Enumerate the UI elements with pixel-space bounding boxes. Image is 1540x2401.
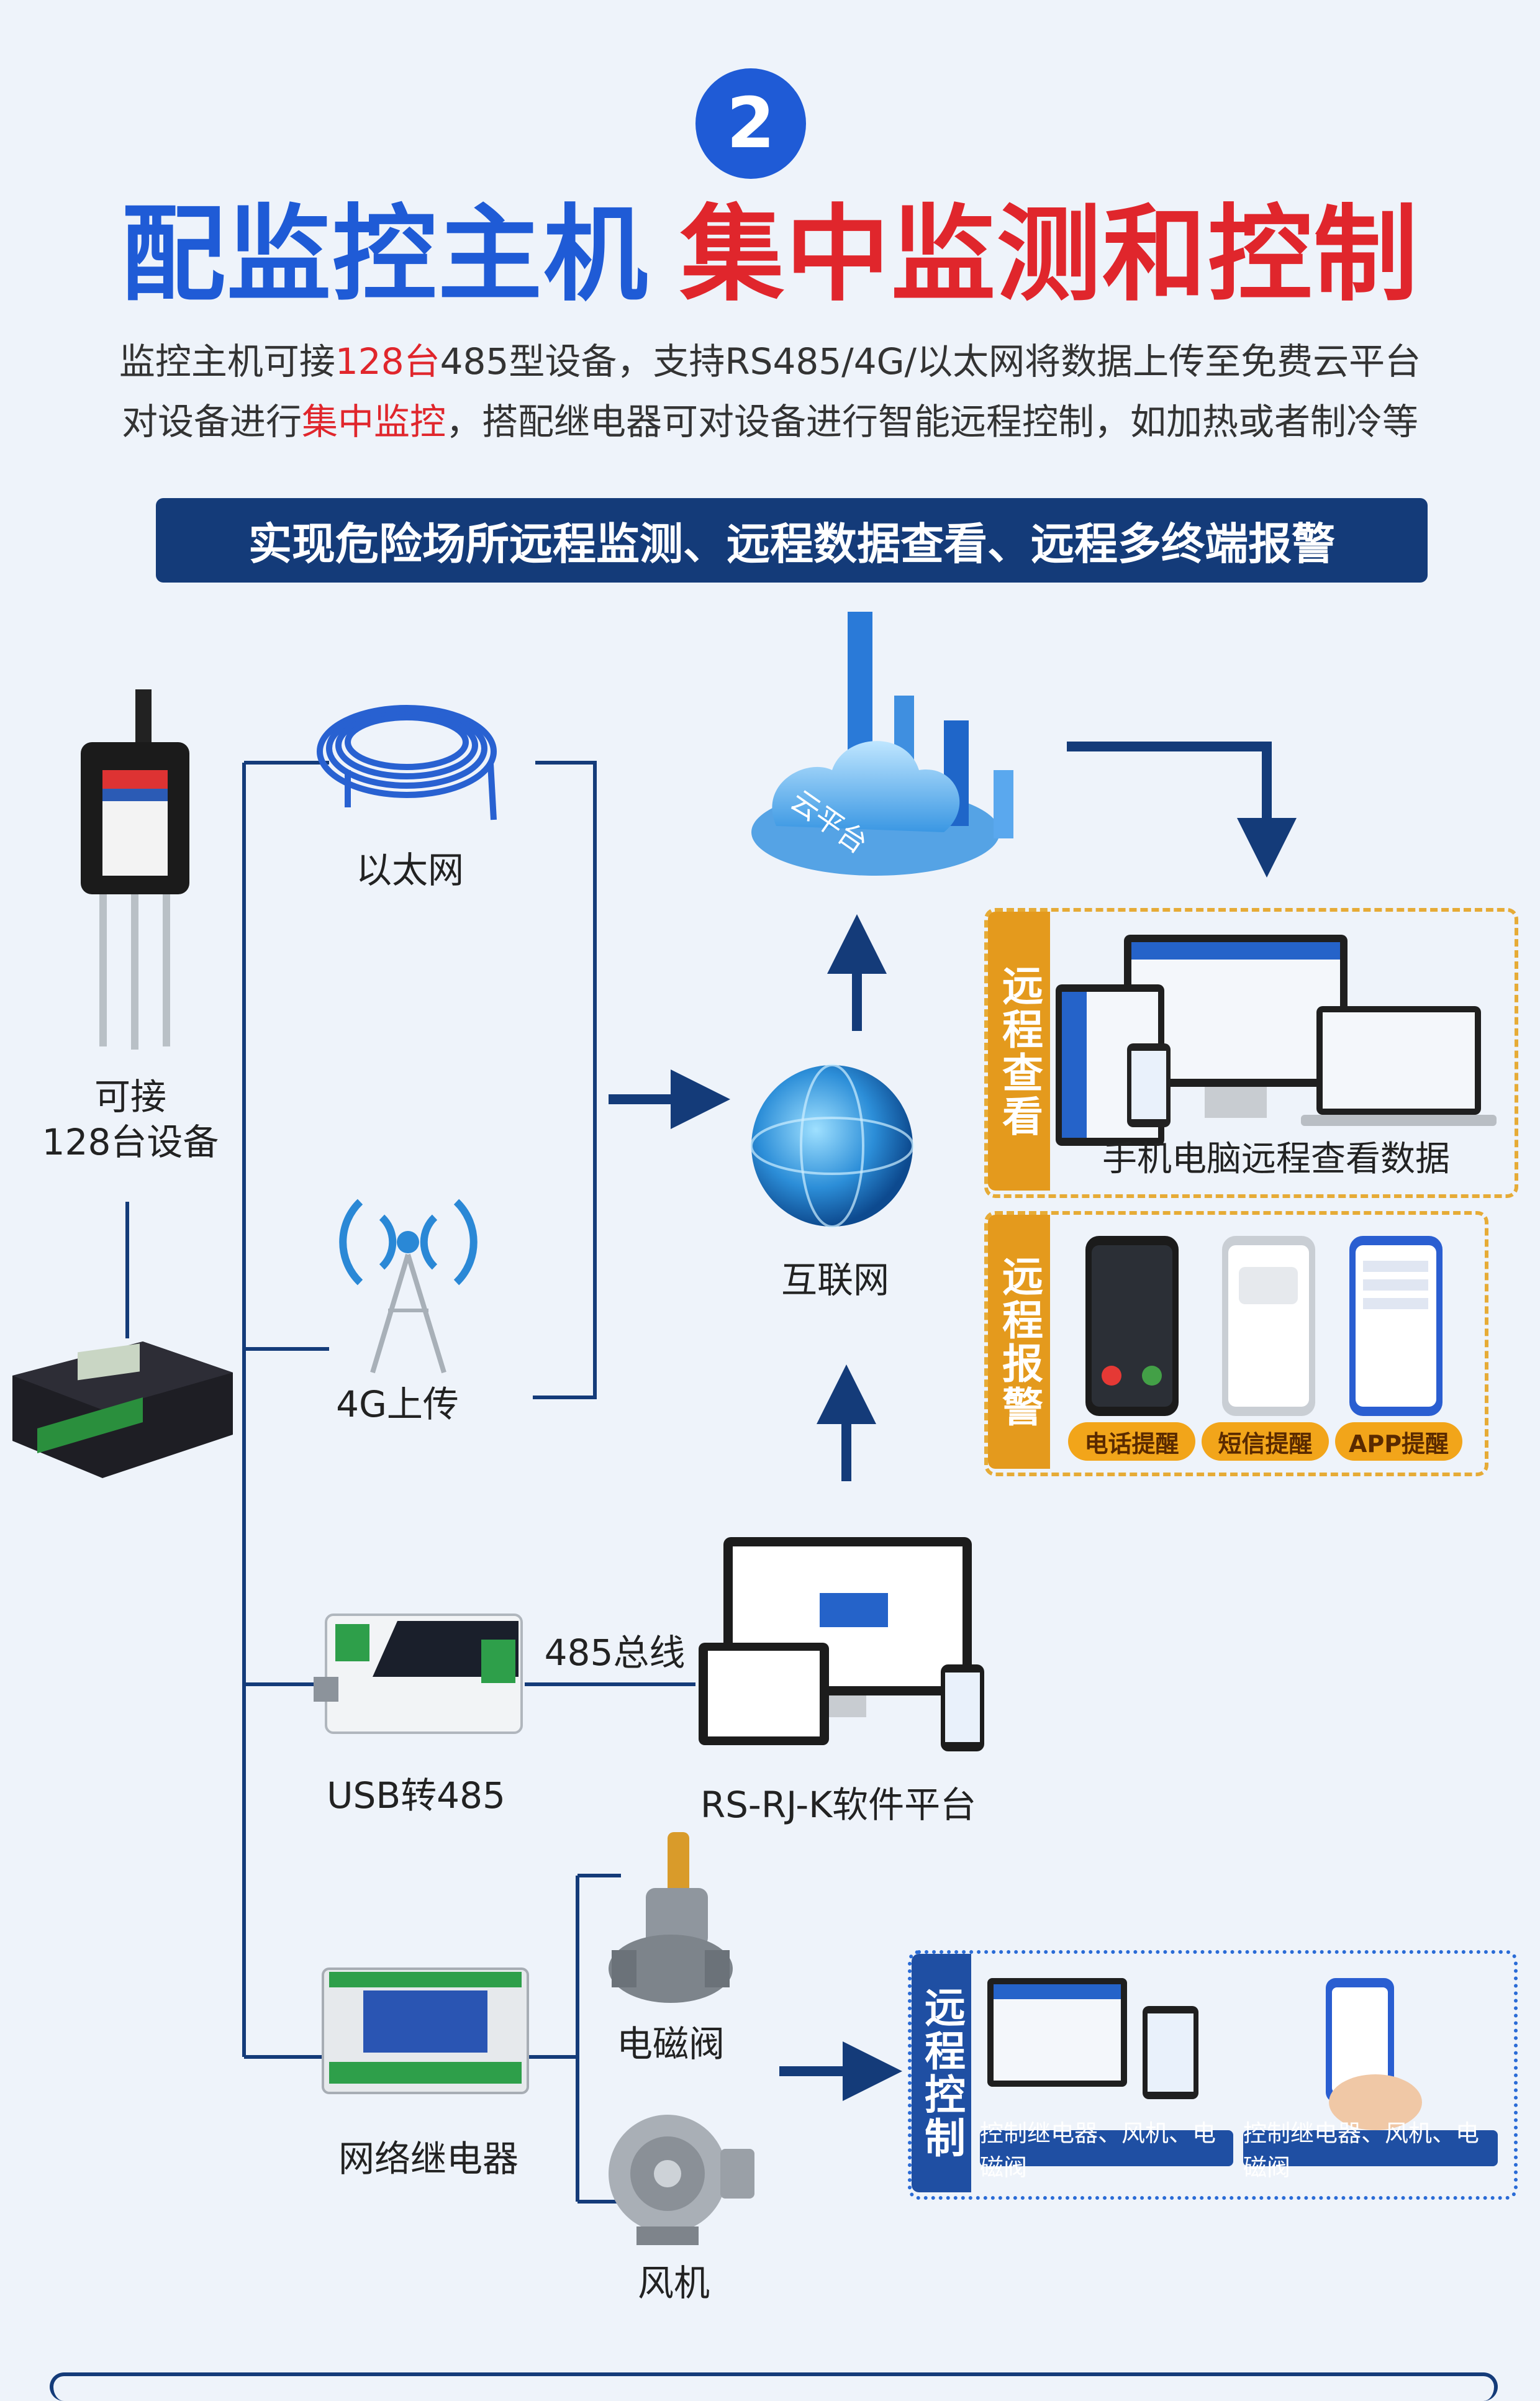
remote-control-side-title: 远程控制 (912, 1954, 971, 2192)
intro-line-1-b: 485型设备，支持RS485/4G/以太网将数据上传至免费云平台 (440, 340, 1421, 383)
fan-label: 风机 (637, 2262, 710, 2304)
remote-control-caption-2: 控制继电器、风机、电磁阀 (1243, 2120, 1498, 2181)
alarm-phone-pill: 电话提醒 (1068, 1422, 1195, 1461)
internet-globe-icon (750, 1064, 914, 1228)
4g-upload-label: 4G上传 (336, 1383, 459, 1425)
bus-485-label: 485总线 (544, 1632, 686, 1674)
solenoid-valve-label: 电磁阀 (616, 2023, 725, 2065)
intro-line-1: 监控主机可接128台485型设备，支持RS485/4G/以太网将数据上传至免费云… (0, 338, 1540, 385)
ethernet-cable-icon (317, 705, 497, 820)
usb485-label: USB转485 (327, 1774, 505, 1817)
blower-fan-icon (609, 2115, 754, 2245)
title-blue: 配监控主机 (121, 194, 649, 315)
software-platform-icon (699, 1537, 984, 1751)
intro-line-2: 对设备进行集中监控，搭配继电器可对设备进行智能远程控制，如加热或者制冷等 (0, 399, 1540, 445)
remote-control-screens-icon (987, 1978, 1422, 2130)
sensor-capacity-line-2: 128台设备 (42, 1120, 219, 1163)
monitoring-host-icon (12, 1341, 233, 1478)
ethernet-4g-bracket (533, 761, 597, 1399)
sensor-capacity-label: 可接 128台设备 (37, 1074, 224, 1164)
remote-view-side-title: 远程查看 (988, 912, 1050, 1191)
step-badge: 2 (695, 68, 806, 179)
page-title: 配监控主机集中监测和控制 (0, 197, 1540, 312)
alarm-sms-pill: 短信提醒 (1202, 1422, 1329, 1461)
remote-control-panel (908, 1950, 1518, 2200)
alarm-app-pill: APP提醒 (1335, 1422, 1462, 1461)
next-section-frame (50, 2372, 1498, 2401)
remote-view-caption: 手机电脑远程查看数据 (1102, 1139, 1450, 1179)
antenna-tower-icon (339, 1199, 478, 1374)
soil-sensor-icon (81, 689, 189, 1050)
software-platform-label: RS-RJ-K软件平台 (700, 1784, 977, 1826)
remote-view-devices-icon (1056, 935, 1497, 1146)
remote-alarm-phones-icon (1085, 1236, 1443, 1416)
arrow-cloud-to-panel (1067, 742, 1297, 878)
cloud-platform-icon (751, 612, 1013, 876)
intro-line-1-highlight: 128台 (335, 340, 440, 383)
intro-line-2-highlight: 集中监控 (301, 401, 446, 443)
solenoid-valve-icon (609, 1832, 733, 2003)
intro-line-2-b: ，搭配继电器可对设备进行智能远程控制，如加热或者制冷等 (446, 401, 1419, 443)
remote-control-caption-1: 控制继电器、风机、电磁阀 (980, 2120, 1233, 2181)
intro-line-2-a: 对设备进行 (121, 401, 302, 443)
title-red: 集中监测和控制 (680, 194, 1419, 315)
remote-alarm-side-title: 远程报警 (988, 1215, 1050, 1469)
internet-label: 互联网 (781, 1259, 889, 1301)
intro-line-1-a: 监控主机可接 (119, 340, 335, 383)
ethernet-label: 以太网 (355, 849, 464, 891)
network-relay-label: 网络继电器 (338, 2138, 519, 2180)
feature-banner: 实现危险场所远程监测、远程数据查看、远程多终端报警 (156, 498, 1428, 583)
remote-alarm-panel (984, 1211, 1488, 1476)
remote-view-panel (984, 908, 1518, 1198)
sensor-capacity-line-1: 可接 (94, 1076, 166, 1118)
usb485-module-icon (314, 1614, 523, 1734)
network-relay-icon (322, 1968, 529, 2094)
